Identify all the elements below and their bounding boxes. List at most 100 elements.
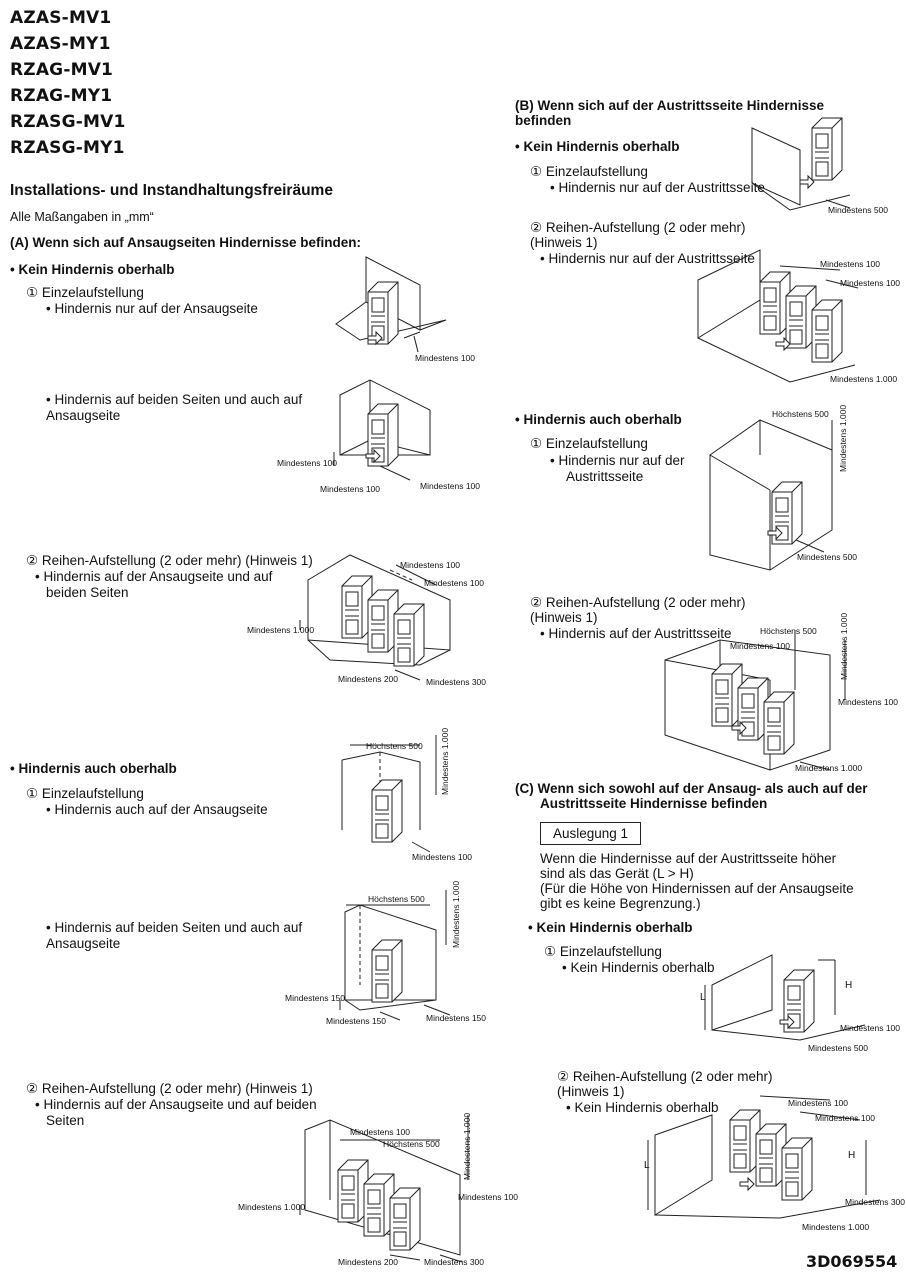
dim-label: Mindestens 100 [350,1127,411,1137]
c-row: ② Reihen-Aufstellung (2 oder mehr) [557,1069,773,1084]
dim-label: Mindestens 100 [424,578,485,588]
a-no-above: • Kein Hindernis oberhalb [10,262,175,277]
b-also-above: • Hindernis auch oberhalb [515,412,682,427]
model-5: RZASG-MV1 [10,112,126,132]
dim-label: Höchstens 500 [366,741,423,751]
dim-label: Höchstens 500 [760,626,817,636]
a-row-2: ② Reihen-Aufstellung (2 oder mehr) (Hinw… [26,1081,313,1096]
b-note: (Hinweis 1) [530,235,598,250]
dim-label-l: L [700,992,706,1003]
diagram-b1 [751,117,851,211]
dim-label: Mindestens 100 [320,484,381,494]
dim-label: Mindestens 100 [840,278,901,288]
dim-label: Mindestens 1.000 [802,1222,870,1232]
document-code: 3D069554 [806,1252,898,1271]
b-single: ① Einzelaufstellung [530,164,648,179]
dim-label: Mindestens 1.000 [238,1202,306,1212]
c-desc-2: sind als das Gerät (L > H) [540,866,694,881]
b-single-2: ① Einzelaufstellung [530,436,648,451]
model-3: RZAG-MV1 [10,60,114,80]
layout-box: Auslegung 1 [540,822,642,845]
a5-text-2: Ansaugseite [46,936,121,951]
dim-label: Mindestens 200 [338,674,399,684]
dim-label: Mindestens 500 [797,552,858,562]
dim-label: Mindestens 500 [808,1043,869,1053]
section-b-heading-2: befinden [515,113,572,128]
dim-label-h: H [848,1150,856,1161]
a5-text-1: • Hindernis auf beiden Seiten und auch a… [46,920,303,935]
section-b-heading-1: (B) Wenn sich auf der Austrittsseite Hin… [515,98,825,113]
page-title: Installations- und Instandhaltungsfreirä… [10,182,333,199]
b4-text: • Hindernis auf der Austrittsseite [540,626,732,641]
a2-text-1: • Hindernis auf beiden Seiten und auch a… [46,392,303,407]
diagram-a6 [299,1115,469,1263]
b3-text-1: • Hindernis nur auf der [550,453,685,468]
dim-label: Mindestens 1.000 [462,1112,472,1180]
b3-text-2: Austrittsseite [566,469,644,484]
model-4: RZAG-MY1 [10,86,113,106]
b-no-above: • Kein Hindernis oberhalb [515,139,680,154]
dim-label: Mindestens 100 [840,1023,901,1033]
dim-label: Mindestens 100 [815,1113,876,1123]
diagram-c2 [647,1095,881,1219]
diagram-a4 [341,735,437,853]
dim-label: Höchstens 500 [383,1139,440,1149]
section-c-heading-1: (C) Wenn sich sowohl auf der Ansaug- als… [515,781,868,796]
b1-text: • Hindernis nur auf der Austrittsseite [550,180,765,195]
diagram-b3 [709,419,833,571]
a2-text-2: Ansaugseite [46,408,121,423]
dim-label: Mindestens 100 [277,458,338,468]
c-no-above: • Kein Hindernis oberhalb [528,920,693,935]
a-also-above: • Hindernis auch oberhalb [10,761,177,776]
dim-label: Mindestens 100 [788,1098,849,1108]
c-desc-4: gibt es keine Begrenzung.) [540,896,701,911]
model-2: AZAS-MY1 [10,34,111,54]
dim-label: Mindestens 1.000 [838,404,848,472]
dim-label: Höchstens 500 [772,409,829,419]
diagram-c1 [704,954,866,1041]
a6-text-1: • Hindernis auf der Ansaugseite und auf … [35,1097,317,1112]
b-note-2: (Hinweis 1) [530,610,598,625]
dim-label: Mindestens 1.000 [839,612,849,680]
diagram-b4 [664,630,846,771]
dim-label: Mindestens 300 [845,1197,906,1207]
diagram-a5 [339,890,451,1021]
dim-label: Mindestens 500 [828,205,889,215]
dim-label: Mindestens 300 [424,1257,485,1267]
dim-label: Mindestens 100 [820,259,881,269]
dim-label: Mindestens 150 [426,1013,487,1023]
a1-text: • Hindernis nur auf der Ansaugseite [46,301,258,316]
a4-text: • Hindernis auch auf der Ansaugseite [46,802,268,817]
diagram-a3 [299,554,451,681]
dim-label: Mindestens 300 [426,677,487,687]
a3-text-1: • Hindernis auf der Ansaugseite und auf [35,569,273,584]
units-note: Alle Maßangaben in „mm“ [10,210,154,224]
dim-label: Mindestens 100 [730,641,791,651]
section-c-heading-2: Austrittsseite Hindernisse befinden [540,796,768,811]
b-row-2: ② Reihen-Aufstellung (2 oder mehr) [530,595,746,610]
dim-label: Mindestens 100 [458,1192,519,1202]
dim-label: Mindestens 1.000 [795,763,863,773]
c1-text: • Kein Hindernis oberhalb [562,960,715,975]
section-a-heading: (A) Wenn sich auf Ansaugseiten Hindernis… [10,235,362,250]
a6-text-2: Seiten [46,1113,85,1128]
model-1: AZAS-MV1 [10,8,112,28]
diagram-b2 [697,249,859,383]
c-note: (Hinweis 1) [557,1084,625,1099]
dim-label-l: L [644,1160,650,1171]
dim-label: Mindestens 100 [412,852,473,862]
dim-label: Mindestens 1.000 [830,374,898,384]
dim-label: Mindestens 1.000 [247,625,315,635]
c2-text: • Kein Hindernis oberhalb [566,1100,719,1115]
dim-label: Mindestens 150 [326,1016,387,1026]
dim-label: Mindestens 150 [285,993,346,1003]
dim-label: Mindestens 100 [838,697,899,707]
dim-label: Mindestens 200 [338,1257,399,1267]
dim-label: Mindestens 1.000 [440,727,450,795]
c-desc-1: Wenn die Hindernisse auf der Austrittsse… [540,851,837,866]
dim-label: Höchstens 500 [368,894,425,904]
diagram-a2 [333,379,431,481]
a-row: ② Reihen-Aufstellung (2 oder mehr) (Hinw… [26,553,313,568]
c-desc-3: (Für die Höhe von Hindernissen auf der A… [540,881,854,896]
